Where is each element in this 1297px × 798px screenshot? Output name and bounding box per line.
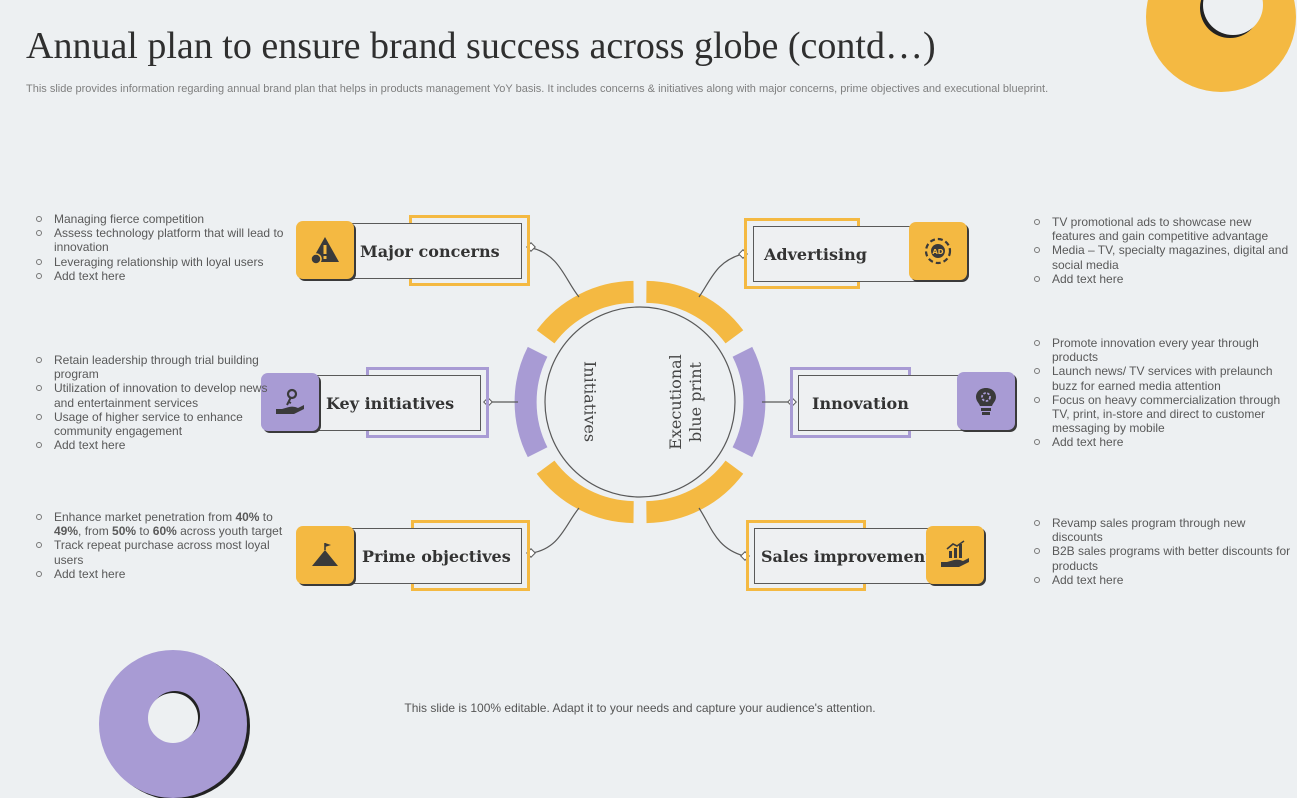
connector-prime-objectives [531, 507, 580, 554]
list-item: Track repeat purchase across most loyal … [36, 538, 289, 567]
ad-gear-icon: AD [924, 237, 952, 265]
center-ring-diagram [483, 242, 797, 561]
list-item: Add text here [1034, 435, 1287, 449]
advertising-label: Advertising [764, 244, 867, 264]
svg-text:AD: AD [932, 248, 943, 256]
list-item: Focus on heavy commercialization through… [1034, 393, 1287, 436]
key-initiatives-points: Retain leadership through trial building… [34, 353, 289, 452]
sales-improvement-box: Sales improvement [746, 520, 988, 592]
prime-objectives-points: Enhance market penetration from 40% to 4… [34, 510, 289, 581]
prime-objectives-label: Prime objectives [362, 546, 511, 566]
decorative-circle-bottom-left-hole [148, 693, 198, 743]
connector-advertising [698, 253, 743, 298]
advertising-points: TV promotional ads to showcase new featu… [1032, 215, 1292, 286]
ring-segment-top-right [645, 280, 744, 344]
list-item: TV promotional ads to showcase new featu… [1034, 215, 1292, 243]
footer-note: This slide is 100% editable. Adapt it to… [404, 701, 876, 715]
sales-improvement-points: Revamp sales program through new discoun… [1032, 516, 1297, 587]
innovation-icon-tile [957, 372, 1015, 430]
major-concerns-icon-tile [296, 221, 354, 279]
list-item: Enhance market penetration from 40% to 4… [36, 510, 289, 538]
center-label-executional-blue-print: Executional blue print [666, 354, 705, 450]
list-item: Promote innovation every year through pr… [1034, 336, 1287, 364]
innovation-label: Innovation [812, 393, 909, 413]
ring-segment-top-left [536, 280, 635, 344]
ring-segment-bottom-left [536, 460, 635, 524]
sales-improvement-icon-tile [926, 526, 984, 584]
major-concerns-box: Major concerns [296, 215, 532, 287]
list-item: Media – TV, specialty magazines, digital… [1034, 243, 1292, 272]
list-item: Assess technology platform that will lea… [36, 226, 294, 254]
warning-gears-icon [310, 237, 339, 265]
list-item: Managing fierce competition [36, 212, 294, 226]
list-item: Add text here [1034, 573, 1297, 587]
page-subtitle: This slide provides information regardin… [26, 83, 1049, 95]
ring-inner-circle [544, 306, 736, 498]
mountain-flag-icon [312, 543, 338, 566]
innovation-box: Innovation [790, 367, 1020, 439]
list-item: Add text here [1034, 272, 1292, 286]
list-item: B2B sales programs with better discounts… [1034, 544, 1297, 573]
list-item: Utilization of innovation to develop new… [36, 381, 289, 410]
ring-segment-left [514, 346, 548, 458]
sales-improvement-label: Sales improvement [761, 546, 933, 566]
major-concerns-points: Managing fierce competition Assess techn… [34, 212, 294, 283]
list-item: Usage of higher service to enhance commu… [36, 410, 289, 438]
connector-sales-improvement [698, 507, 745, 557]
list-item: Launch news/ TV services with prelaunch … [1034, 364, 1287, 393]
list-item: Add text here [36, 269, 294, 283]
advertising-icon-tile: AD [909, 222, 967, 280]
hand-growth-chart-icon [941, 540, 969, 567]
center-label-initiatives: Initiatives [580, 360, 600, 443]
innovation-points: Promote innovation every year through pr… [1032, 336, 1287, 450]
list-item: Add text here [36, 438, 289, 452]
ring-segment-right [732, 346, 766, 458]
hand-key-icon [276, 388, 304, 414]
major-concerns-label: Major concerns [360, 241, 500, 261]
prime-objectives-box: Prime objectives [296, 520, 532, 592]
key-initiatives-icon-tile [261, 373, 319, 431]
ring-segment-bottom-right [645, 460, 744, 524]
prime-objectives-icon-tile [296, 526, 354, 584]
key-initiatives-box: Key initiatives [261, 367, 491, 439]
list-item: Revamp sales program through new discoun… [1034, 516, 1297, 544]
advertising-box: Advertising AD [744, 218, 971, 290]
connector-major-concerns [531, 247, 580, 298]
list-item: Add text here [36, 567, 289, 581]
list-item: Retain leadership through trial building… [36, 353, 289, 381]
list-item: Leveraging relationship with loyal users [36, 255, 294, 269]
key-initiatives-label: Key initiatives [326, 393, 455, 413]
page-title: Annual plan to ensure brand success acro… [26, 25, 936, 67]
lightbulb-gear-icon [976, 388, 996, 415]
